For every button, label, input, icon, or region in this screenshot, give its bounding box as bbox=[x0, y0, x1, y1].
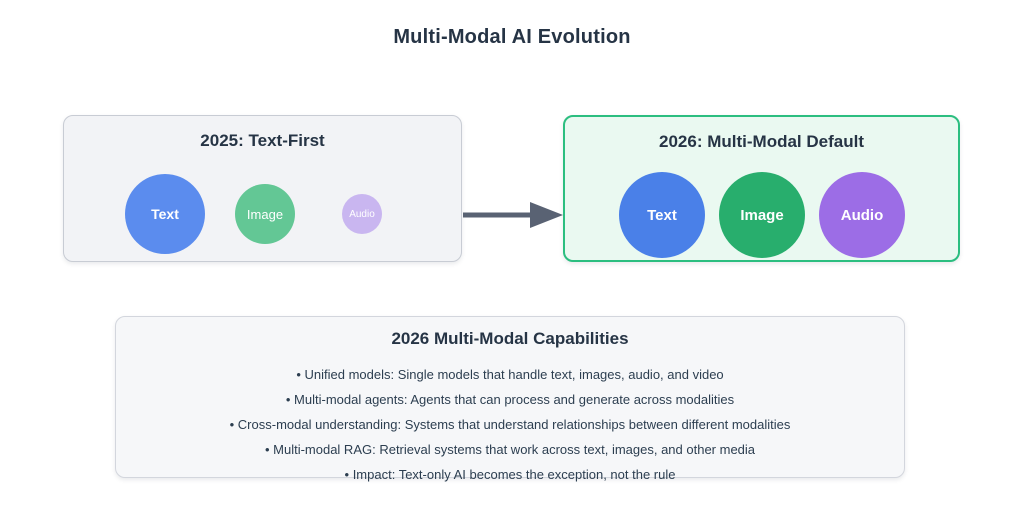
panel-2025-heading: 2025: Text-First bbox=[200, 131, 325, 150]
panel-2025-text-first: 2025: Text-First Text Image Audio bbox=[63, 115, 462, 262]
modality-circle-image-2025: Image bbox=[235, 184, 295, 244]
modality-circle-text-2025: Text bbox=[125, 174, 205, 254]
panel-2026-heading: 2026: Multi-Modal Default bbox=[659, 132, 864, 151]
capability-item: • Cross-modal understanding: Systems tha… bbox=[229, 417, 791, 432]
panel-2026-multi-modal-default: 2026: Multi-Modal Default Text Image Aud… bbox=[563, 115, 960, 262]
capability-item: • Impact: Text-only AI becomes the excep… bbox=[344, 467, 676, 482]
capabilities-heading: 2026 Multi-Modal Capabilities bbox=[391, 329, 629, 348]
panel-capabilities: 2026 Multi-Modal Capabilities • Unified … bbox=[115, 316, 905, 482]
modality-circle-image-2026: Image bbox=[719, 172, 805, 258]
capabilities-list: • Unified models: Single models that han… bbox=[116, 362, 904, 487]
arrow-right-icon bbox=[463, 202, 563, 228]
diagram-title: Multi-Modal AI Evolution bbox=[393, 26, 631, 48]
capability-item: • Multi-modal agents: Agents that can pr… bbox=[285, 392, 735, 407]
modality-circle-audio-2025: Audio bbox=[342, 194, 382, 234]
arrow-head bbox=[530, 202, 563, 228]
capability-item: • Multi-modal RAG: Retrieval systems tha… bbox=[264, 442, 756, 457]
modality-circle-audio-2026: Audio bbox=[819, 172, 905, 258]
modality-circle-text-2026: Text bbox=[619, 172, 705, 258]
capability-item: • Unified models: Single models that han… bbox=[296, 367, 724, 382]
